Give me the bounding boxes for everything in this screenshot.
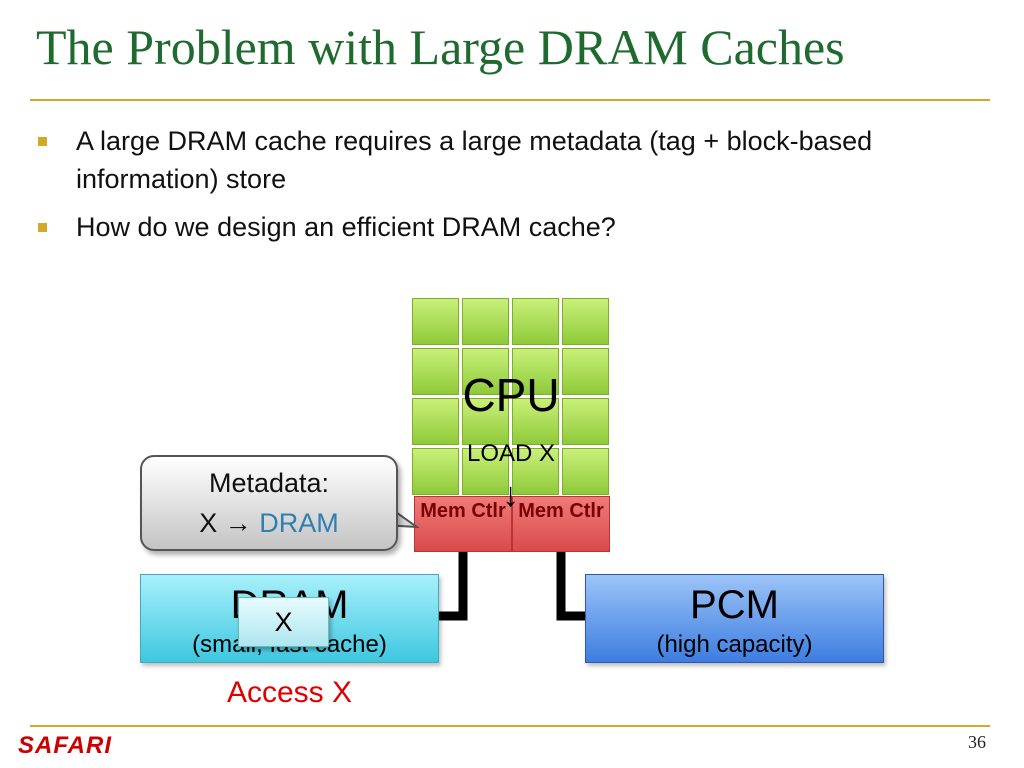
metadata-callout: Metadata: X → DRAM (140, 455, 398, 551)
page-number: 36 (968, 732, 986, 752)
x-block: X (238, 597, 329, 647)
arrow-down-icon: ↓ (502, 476, 519, 514)
mem-ctlr-right: Mem Ctlr (512, 496, 610, 552)
pcm-name: PCM (690, 583, 779, 627)
callout-title: Metadata: (208, 468, 330, 498)
bullet-list: A large DRAM cache requires a large meta… (38, 122, 938, 256)
safari-logo: SAFARI (18, 732, 113, 759)
mem-ctlr-left: Mem Ctlr (414, 496, 512, 552)
arrow-right-icon: → (224, 508, 252, 538)
bullet-item: A large DRAM cache requires a large meta… (38, 122, 938, 198)
pcm-box: PCM (high capacity) (585, 574, 884, 663)
slide-title: The Problem with Large DRAM Caches (36, 19, 845, 75)
bullet-text: How do we design an efficient DRAM cache… (76, 212, 616, 242)
access-label: Access X (226, 676, 353, 709)
footer-divider (30, 725, 990, 727)
bullet-square-icon (38, 137, 47, 146)
cpu-label: CPU (462, 369, 560, 421)
cpu-grid (412, 298, 610, 496)
bullet-square-icon (38, 223, 47, 232)
callout-mapping: X → DRAM (142, 503, 396, 543)
bullet-text: A large DRAM cache requires a large meta… (76, 126, 873, 194)
pcm-subtitle: (high capacity) (656, 631, 813, 658)
load-label: LOAD X (466, 440, 556, 467)
bullet-item: How do we design an efficient DRAM cache… (38, 208, 938, 246)
callout-x: X (199, 508, 218, 538)
callout-target: DRAM (259, 508, 339, 538)
title-divider (30, 99, 990, 101)
